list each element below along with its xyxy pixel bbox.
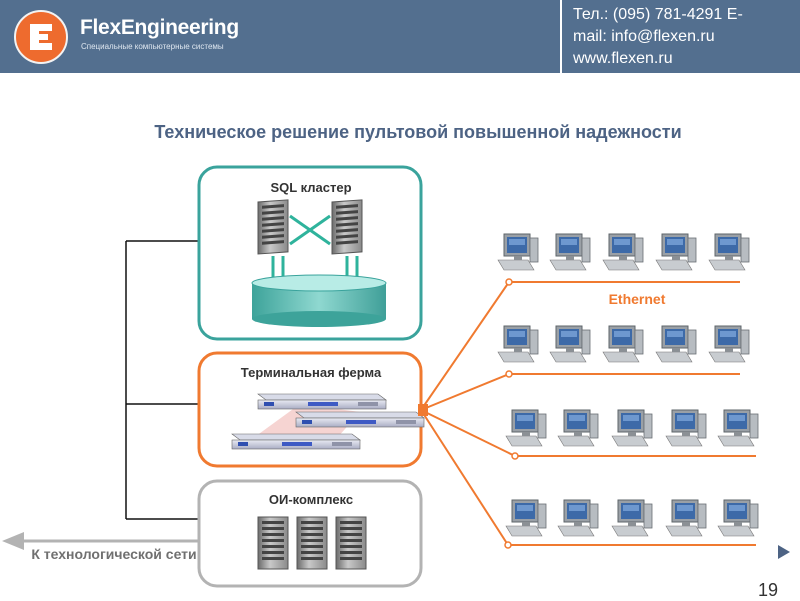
workstation-icon xyxy=(665,499,707,537)
workstation-icon xyxy=(665,409,707,447)
contact-line: Тел.: (095) 781-4291 E- xyxy=(573,6,743,23)
logo-text: FlexEngineering xyxy=(80,16,239,39)
workstation-icon xyxy=(505,409,547,447)
hub-connector xyxy=(418,404,428,416)
workstation-icon xyxy=(549,233,591,271)
workstation-icon xyxy=(708,233,750,271)
workstation-row xyxy=(505,499,759,537)
workstation-icon xyxy=(497,233,539,271)
workstation-icon xyxy=(717,409,759,447)
page-number: 19 xyxy=(758,580,779,600)
workstation-icon xyxy=(505,499,547,537)
sql-cluster-box[interactable]: SQL кластер xyxy=(197,165,423,341)
workstation-icon xyxy=(655,325,697,363)
server-icon xyxy=(331,199,363,255)
workstation-icon xyxy=(602,325,644,363)
terminal-farm-box[interactable]: Терминальная ферма xyxy=(197,351,425,468)
sql-cluster-label: SQL кластер xyxy=(270,180,351,195)
next-arrow-icon[interactable] xyxy=(778,545,790,559)
rack-server-icon xyxy=(295,411,425,428)
backbone-lines xyxy=(125,240,199,520)
workstation-row xyxy=(497,233,750,271)
rack-server-icon xyxy=(231,433,361,450)
technological-network-label: К технологической сети xyxy=(31,546,197,562)
workstation-row xyxy=(505,409,759,447)
header-bar: FlexEngineering Специальные компьютерные… xyxy=(0,0,800,73)
ethernet-nodes xyxy=(504,278,519,549)
contact-line[interactable]: www.flexen.ru xyxy=(573,50,673,67)
slide-title: Техническое решение пультовой повышенной… xyxy=(154,122,682,142)
server-icon xyxy=(257,199,289,255)
server-icon xyxy=(257,516,289,570)
terminal-farm-label: Терминальная ферма xyxy=(241,365,382,380)
server-icon xyxy=(335,516,367,570)
ethernet-label: Ethernet xyxy=(609,291,666,307)
workstation-row xyxy=(497,325,750,363)
ethernet-lines xyxy=(420,281,756,546)
database-cylinder-icon xyxy=(251,274,387,327)
workstation-icon xyxy=(549,325,591,363)
left-arrow-icon xyxy=(2,532,199,550)
header-separator xyxy=(560,0,562,73)
workstation-icon xyxy=(717,499,759,537)
contacts: Тел.: (095) 781-4291 E- mail: info@flexe… xyxy=(573,4,798,70)
workstation-icon xyxy=(557,499,599,537)
workstation-icon xyxy=(611,409,653,447)
oi-complex-label: ОИ-комплекс xyxy=(269,492,353,507)
rack-server-icon xyxy=(257,393,387,410)
workstation-icon xyxy=(708,325,750,363)
workstation-icon xyxy=(557,409,599,447)
contact-line[interactable]: mail: info@flexen.ru xyxy=(573,28,715,45)
workstation-icon xyxy=(655,233,697,271)
oi-complex-box[interactable]: ОИ-комплекс xyxy=(197,479,423,588)
workstation-icon xyxy=(497,325,539,363)
logo[interactable]: FlexEngineering Специальные компьютерные… xyxy=(0,0,560,73)
workstation-icon xyxy=(602,233,644,271)
workstation-icon xyxy=(611,499,653,537)
server-icon xyxy=(296,516,328,570)
logo-icon xyxy=(14,10,68,64)
logo-subtitle: Специальные компьютерные системы xyxy=(81,42,224,51)
